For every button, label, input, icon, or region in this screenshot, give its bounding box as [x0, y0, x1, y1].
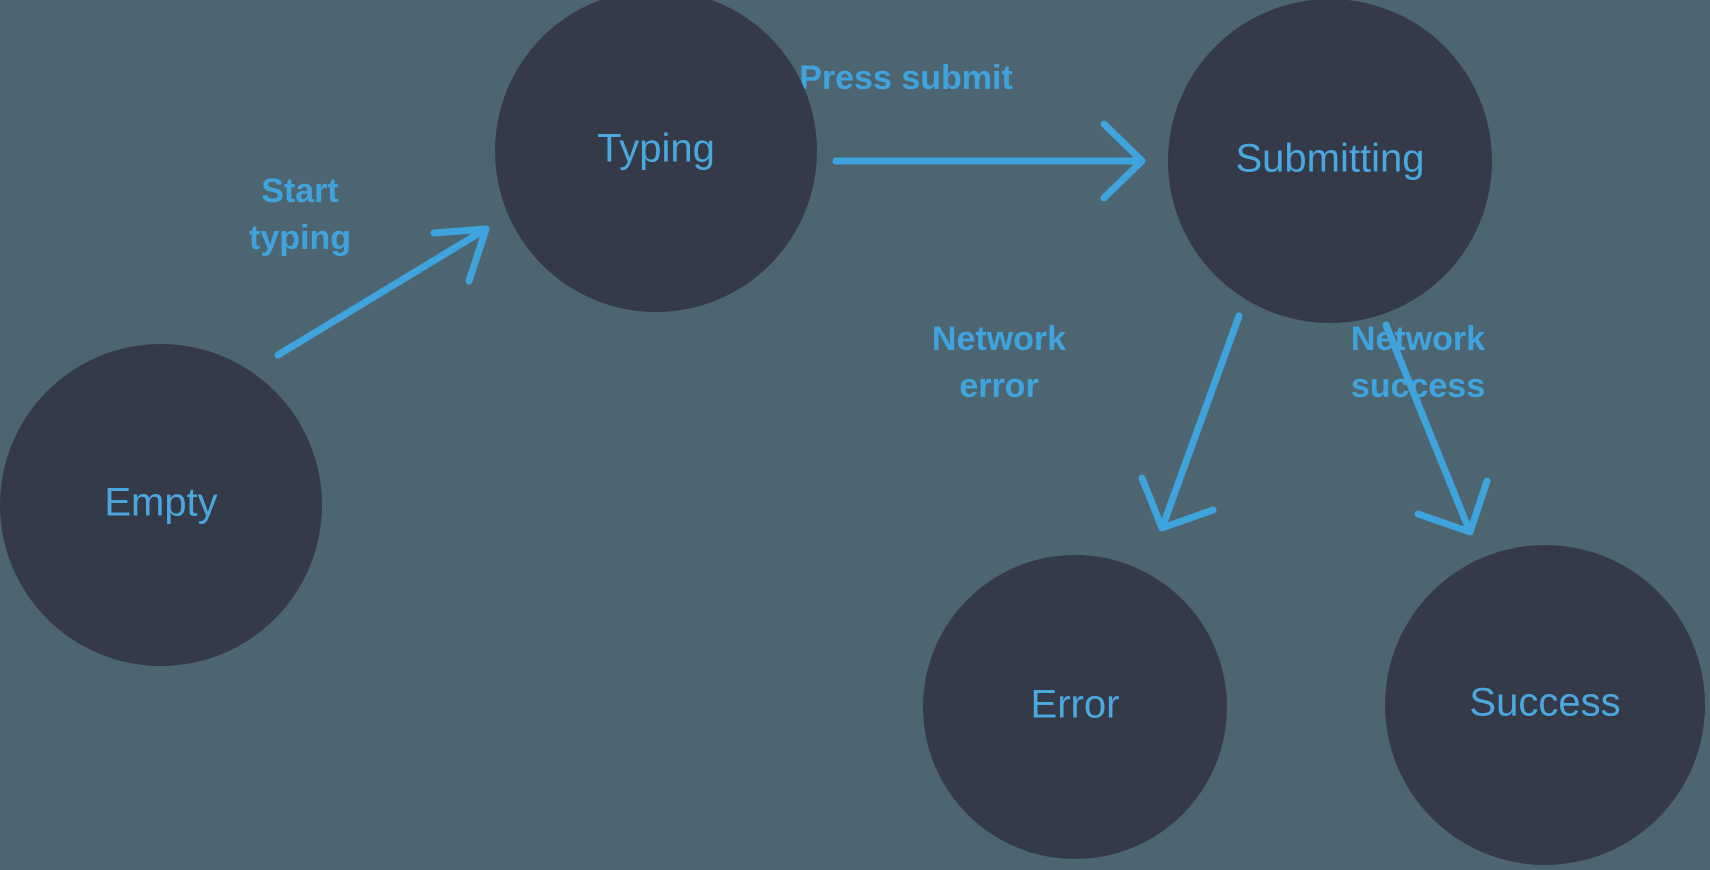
state-node-submitting[interactable]: Submitting — [1168, 0, 1492, 323]
edge-label-line: Press submit — [799, 59, 1013, 97]
edge-label-line: Network — [1351, 320, 1485, 358]
edge-label-press-submit: Press submit — [799, 59, 1013, 97]
state-circle-success[interactable] — [1385, 545, 1705, 865]
edge-submitting-to-error: Network error — [932, 312, 1243, 532]
edge-empty-to-typing: Start typing — [249, 172, 490, 359]
arrowhead-start-typing — [430, 225, 490, 285]
state-node-empty[interactable]: Empty — [0, 344, 322, 666]
state-label-error: Error — [1031, 683, 1120, 727]
arrowhead-network-success — [1414, 477, 1491, 536]
edge-label-line: Start — [261, 172, 338, 210]
edge-line-network-success — [1382, 321, 1474, 536]
state-node-success[interactable]: Success — [1385, 545, 1705, 865]
arrowhead-network-error — [1138, 474, 1217, 532]
edge-label-line: typing — [249, 219, 351, 257]
edges-layer: Start typing Press submit Network error Ne… — [249, 59, 1491, 536]
edge-typing-to-submitting: Press submit — [799, 59, 1146, 202]
state-label-submitting: Submitting — [1236, 137, 1425, 181]
edge-label-line: success — [1351, 367, 1485, 405]
state-label-typing: Typing — [597, 127, 715, 171]
edge-label-start-typing: Start typing — [249, 172, 351, 257]
state-circle-typing[interactable] — [495, 0, 817, 312]
edge-line-network-error — [1158, 312, 1243, 532]
state-label-empty: Empty — [104, 481, 217, 525]
edge-label-network-error: Network error — [932, 320, 1066, 405]
edge-label-line: Network — [932, 320, 1066, 358]
state-circle-empty[interactable] — [0, 344, 322, 666]
edge-label-network-success: Network success — [1351, 320, 1485, 405]
arrowhead-press-submit — [1100, 120, 1146, 202]
state-label-success: Success — [1469, 681, 1620, 725]
edge-line-start-typing — [274, 225, 490, 359]
edge-label-line: error — [959, 367, 1038, 405]
state-node-typing[interactable]: Typing — [495, 0, 817, 312]
state-circle-error[interactable] — [923, 555, 1227, 859]
state-node-error[interactable]: Error — [923, 555, 1227, 859]
edge-submitting-to-success: Network success — [1351, 320, 1491, 536]
state-circle-submitting[interactable] — [1168, 0, 1492, 323]
